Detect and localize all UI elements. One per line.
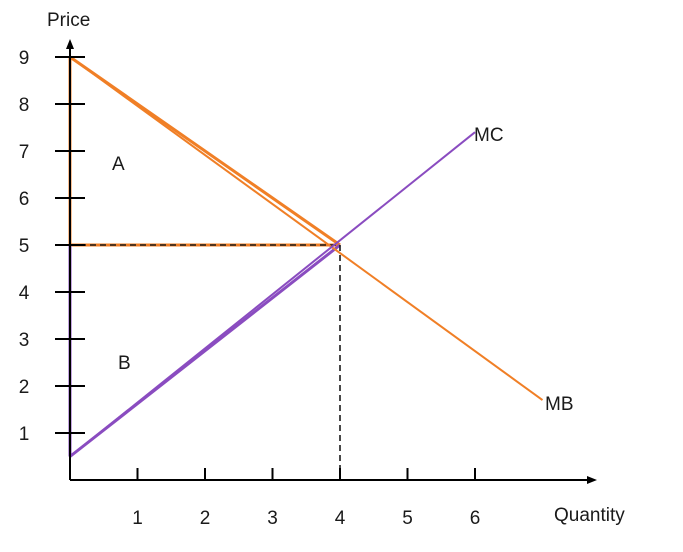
x-tick-label: 3	[267, 508, 278, 529]
y-axis-arrow	[66, 39, 74, 49]
mb-curve-label: MB	[545, 394, 574, 415]
y-tick-label: 7	[19, 142, 30, 163]
y-tick-label: 4	[19, 283, 30, 304]
x-tick-label: 6	[470, 508, 481, 529]
mc-curve	[69, 131, 476, 458]
area-a-upper-edge	[69, 55, 341, 247]
x-ticks: 1 2 3 4 5 6	[132, 468, 480, 529]
area-a-label: A	[112, 154, 125, 175]
y-tick-label: 8	[19, 95, 30, 116]
area-b-label: B	[118, 353, 131, 374]
x-axis-arrow	[587, 476, 597, 484]
x-tick-label: 2	[200, 508, 211, 529]
equilibrium-guides	[70, 244, 341, 480]
y-axis-title: Price	[47, 10, 90, 31]
x-axis-title: Quantity	[554, 505, 625, 526]
area-outlines	[68, 55, 341, 458]
mc-curve-label: MC	[474, 125, 504, 146]
y-tick-label: 6	[19, 189, 30, 210]
y-tick-label: 3	[19, 330, 30, 351]
y-tick-label: 5	[19, 236, 30, 257]
x-tick-label: 1	[132, 508, 143, 529]
y-ticks: 1 2 3 4 5 6 7 8 9	[19, 48, 85, 445]
x-tick-label: 4	[335, 508, 346, 529]
y-tick-label: 9	[19, 48, 30, 69]
x-tick-label: 5	[402, 508, 413, 529]
y-tick-label: 2	[19, 377, 30, 398]
mb-curve	[69, 56, 544, 401]
y-tick-label: 1	[19, 424, 30, 445]
axes	[66, 39, 597, 484]
series-lines	[69, 56, 544, 458]
